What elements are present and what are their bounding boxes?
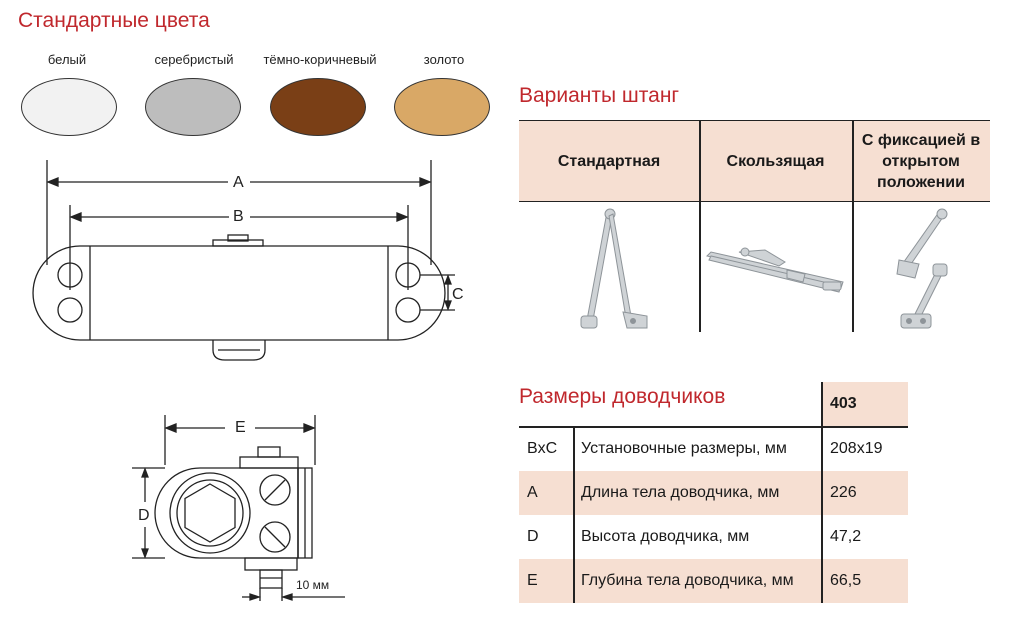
rod-col-standard: Стандартная	[557, 152, 661, 170]
sliding-arm-image	[706, 247, 844, 293]
colors-title: Стандартные цвета	[18, 9, 210, 32]
size-name: Установочные размеры, мм	[581, 440, 787, 457]
table-row: BxC Установочные размеры, мм 208x19	[519, 427, 908, 471]
rods-divider-2	[852, 120, 854, 332]
closer-top-view-drawing	[32, 160, 455, 361]
size-code: E	[527, 572, 538, 589]
rod-col-hold-open: С фиксацией в открытом положении	[861, 131, 981, 191]
hold-open-arm-image	[896, 208, 948, 329]
rod-col-sliding: Скользящая	[726, 152, 825, 170]
sizes-table: 403 BxC Установочные размеры, мм 208x19 …	[519, 382, 908, 603]
swatch-label-gold: золото	[423, 52, 465, 67]
table-row: E Глубина тела доводчика, мм 66,5	[519, 559, 908, 603]
size-value: 208x19	[830, 440, 883, 457]
size-code: BxC	[527, 440, 558, 457]
table-row: A Длина тела доводчика, мм 226	[519, 471, 908, 515]
size-value: 47,2	[830, 528, 862, 545]
rods-divider-1	[699, 120, 701, 332]
swatch-label-brown: тёмно-коричневый	[263, 52, 377, 67]
swatch-label-white: белый	[47, 52, 87, 67]
size-code: A	[527, 484, 538, 501]
sizes-title: Размеры доводчиков	[519, 385, 726, 408]
dim-label-d: D	[138, 507, 150, 524]
sizes-header-rule	[519, 426, 908, 428]
closer-side-view-drawing	[132, 415, 345, 601]
swatch-white	[21, 78, 117, 136]
size-value: 226	[830, 484, 857, 501]
table-row: D Высота доводчика, мм 47,2	[519, 515, 908, 559]
sizes-divider-1	[573, 427, 575, 603]
size-value: 66,5	[830, 572, 862, 589]
swatch-label-silver: серебристый	[154, 52, 234, 67]
sizes-divider-2	[821, 382, 823, 603]
dim-label-c: C	[452, 286, 464, 303]
rods-table: Стандартная Скользящая С фиксацией в отк…	[519, 120, 990, 332]
dim-label-e: E	[235, 419, 246, 436]
size-name: Глубина тела доводчика, мм	[581, 572, 794, 589]
size-code: D	[527, 528, 539, 545]
size-name: Длина тела доводчика, мм	[581, 484, 780, 501]
swatch-gold	[394, 78, 490, 136]
swatch-dark-brown	[270, 78, 366, 136]
size-name: Высота доводчика, мм	[581, 528, 750, 545]
rods-table-header	[519, 120, 990, 202]
dim-label-b: B	[233, 208, 244, 225]
dim-label-10mm: 10 мм	[296, 578, 330, 592]
sizes-model-header: 403	[821, 382, 908, 426]
standard-arm-image	[580, 208, 648, 329]
swatch-silver	[145, 78, 241, 136]
rods-title: Варианты штанг	[519, 84, 680, 107]
dim-label-a: A	[233, 174, 244, 191]
